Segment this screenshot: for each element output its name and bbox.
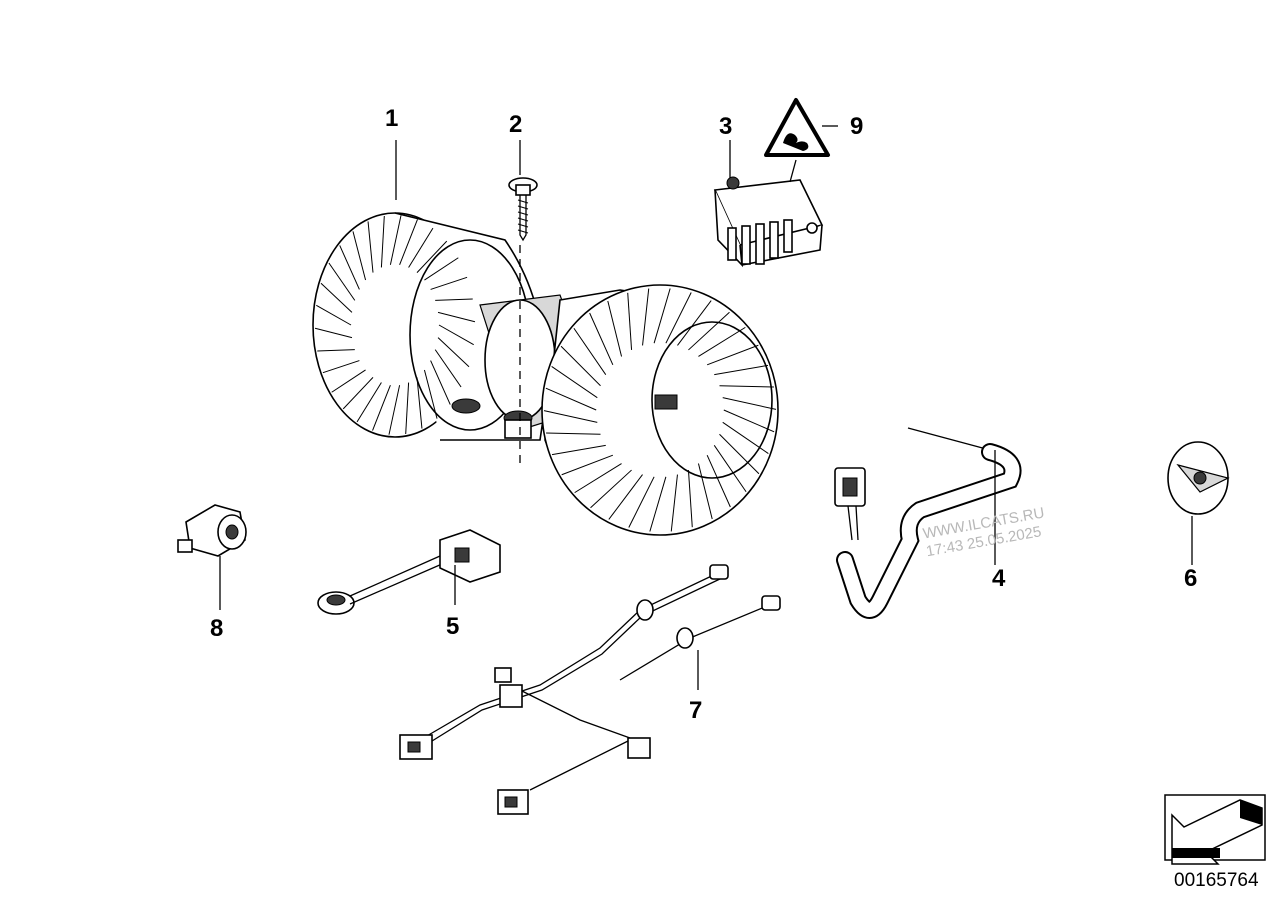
- evaporator-sensor[interactable]: [317, 529, 501, 615]
- callout-9: 9: [850, 113, 863, 140]
- callout-3: 3: [719, 113, 732, 140]
- document-number: 00165764: [1174, 870, 1259, 891]
- adjuster-knob[interactable]: [1167, 441, 1230, 515]
- blower-motor[interactable]: [312, 212, 779, 536]
- callout-labels: 1 2 3 9 4 6 5 8 7: [210, 105, 1197, 724]
- callout-8: 8: [210, 615, 223, 642]
- callout-1: 1: [385, 105, 398, 132]
- callout-5: 5: [446, 613, 459, 640]
- callout-7: 7: [689, 697, 702, 724]
- callout-6: 6: [1184, 565, 1197, 592]
- watermark: WWW.ILCATS.RU 17:43 25.05.2025: [922, 504, 1046, 560]
- small-sensor[interactable]: [177, 504, 247, 557]
- warning-triangle-icon: [783, 133, 809, 151]
- arrow-left-down-icon: [1171, 799, 1263, 865]
- temperature-sensor-tube[interactable]: [834, 427, 1022, 619]
- callout-2: 2: [509, 111, 522, 138]
- screw[interactable]: [508, 177, 538, 242]
- wiring-harness[interactable]: [399, 564, 781, 815]
- callout-4: 4: [992, 565, 1006, 592]
- leader-lines: [219, 125, 1193, 690]
- blower-resistor[interactable]: [713, 176, 824, 268]
- warning-label[interactable]: [764, 98, 830, 157]
- nav-box[interactable]: 00165764: [1164, 794, 1266, 891]
